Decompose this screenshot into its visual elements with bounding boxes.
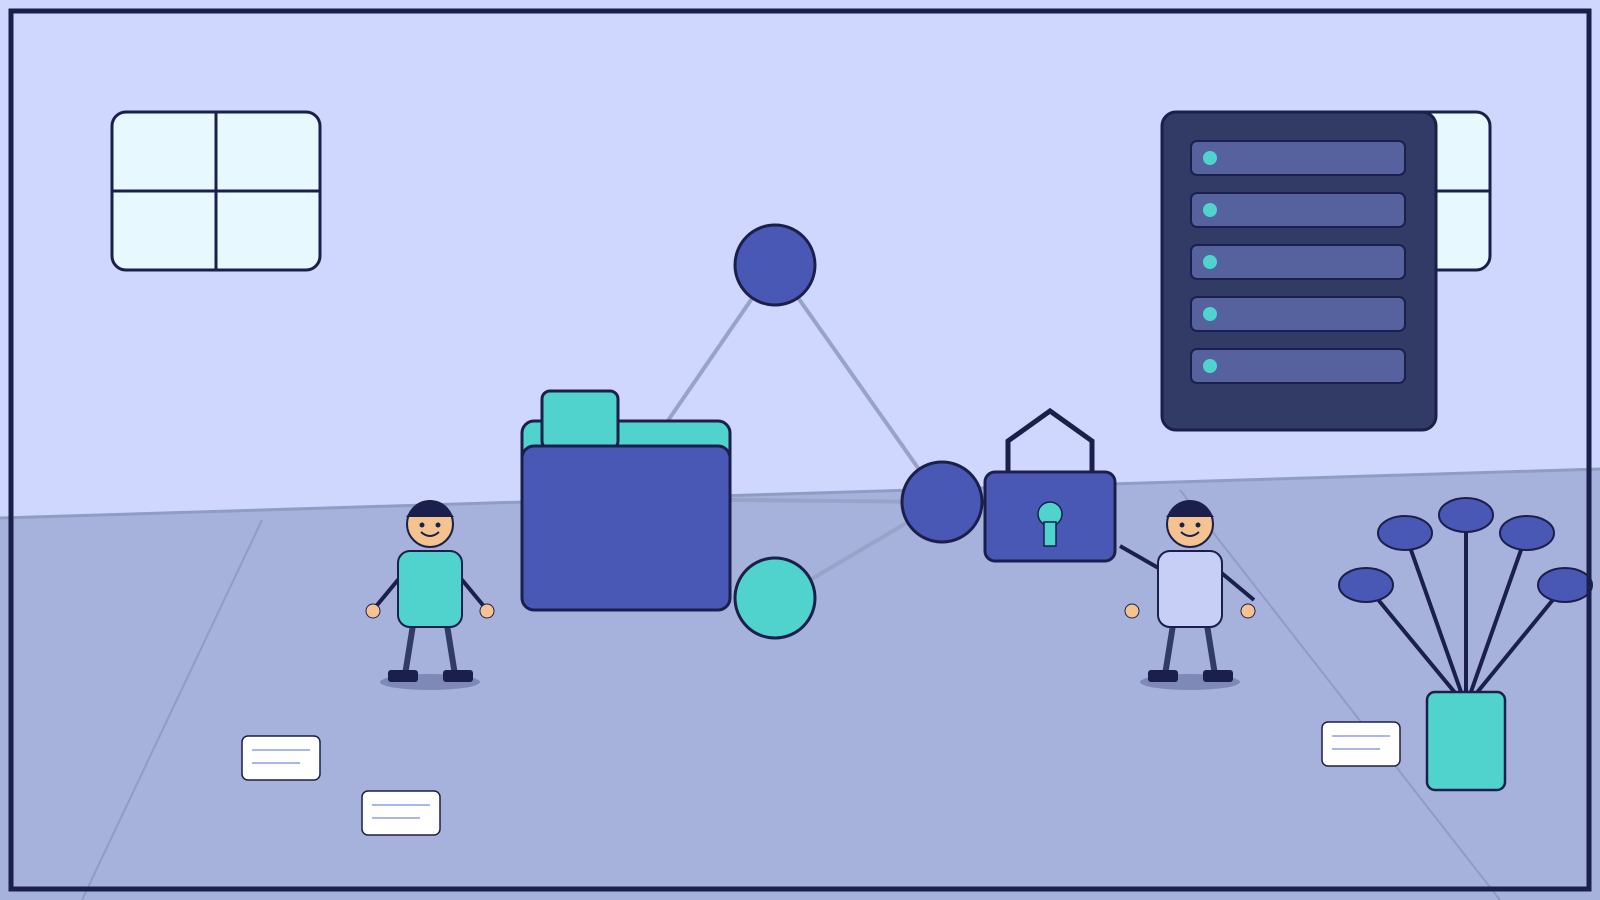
network-node-icon — [900, 460, 984, 544]
floor-perspective-line-right — [1179, 489, 1501, 900]
server-slot — [1190, 140, 1406, 176]
floor-wall-line — [0, 467, 1600, 520]
folder-icon — [520, 389, 732, 612]
floor-perspective-line-left — [81, 519, 263, 900]
document-card-icon — [241, 735, 321, 781]
outer-frame — [8, 8, 1592, 892]
padlock-icon — [983, 407, 1117, 563]
plant-icon — [1338, 497, 1593, 792]
server-slot — [1190, 296, 1406, 332]
window-icon — [110, 110, 322, 272]
floor — [0, 469, 1600, 900]
document-card-icon — [1321, 721, 1401, 767]
server-slot — [1190, 348, 1406, 384]
server-slot — [1190, 244, 1406, 280]
person-icon — [1119, 500, 1256, 690]
server-slot — [1190, 192, 1406, 228]
network-node-icon — [733, 223, 817, 307]
network-node-icon — [733, 556, 817, 640]
person-icon — [365, 500, 495, 690]
server-rack-icon — [1160, 110, 1438, 432]
document-card-icon — [361, 790, 441, 836]
